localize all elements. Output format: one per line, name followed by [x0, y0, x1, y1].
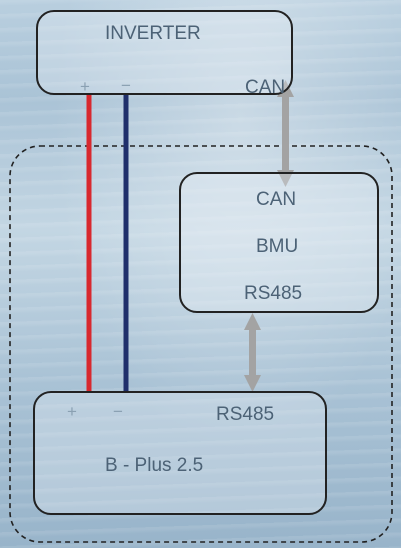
inverter-positive-terminal: +	[80, 77, 90, 96]
inverter-box	[36, 10, 293, 95]
battery-negative-terminal: −	[113, 402, 123, 421]
battery-positive-terminal: +	[67, 402, 77, 421]
battery-model-title: B - Plus 2.5	[105, 455, 204, 476]
inverter-can-port: CAN	[245, 77, 286, 98]
battery-box	[33, 391, 327, 515]
rs485-link-arrow	[244, 313, 261, 392]
bmu-title: BMU	[256, 236, 299, 257]
battery-rs485-port: RS485	[216, 404, 275, 425]
bmu-can-port: CAN	[256, 189, 297, 210]
inverter-negative-terminal: −	[121, 76, 131, 95]
bmu-box	[179, 172, 379, 313]
inverter-title: INVERTER	[105, 23, 201, 44]
battery-cabinet-enclosure	[9, 145, 393, 543]
bmu-rs485-port: RS485	[244, 283, 303, 304]
